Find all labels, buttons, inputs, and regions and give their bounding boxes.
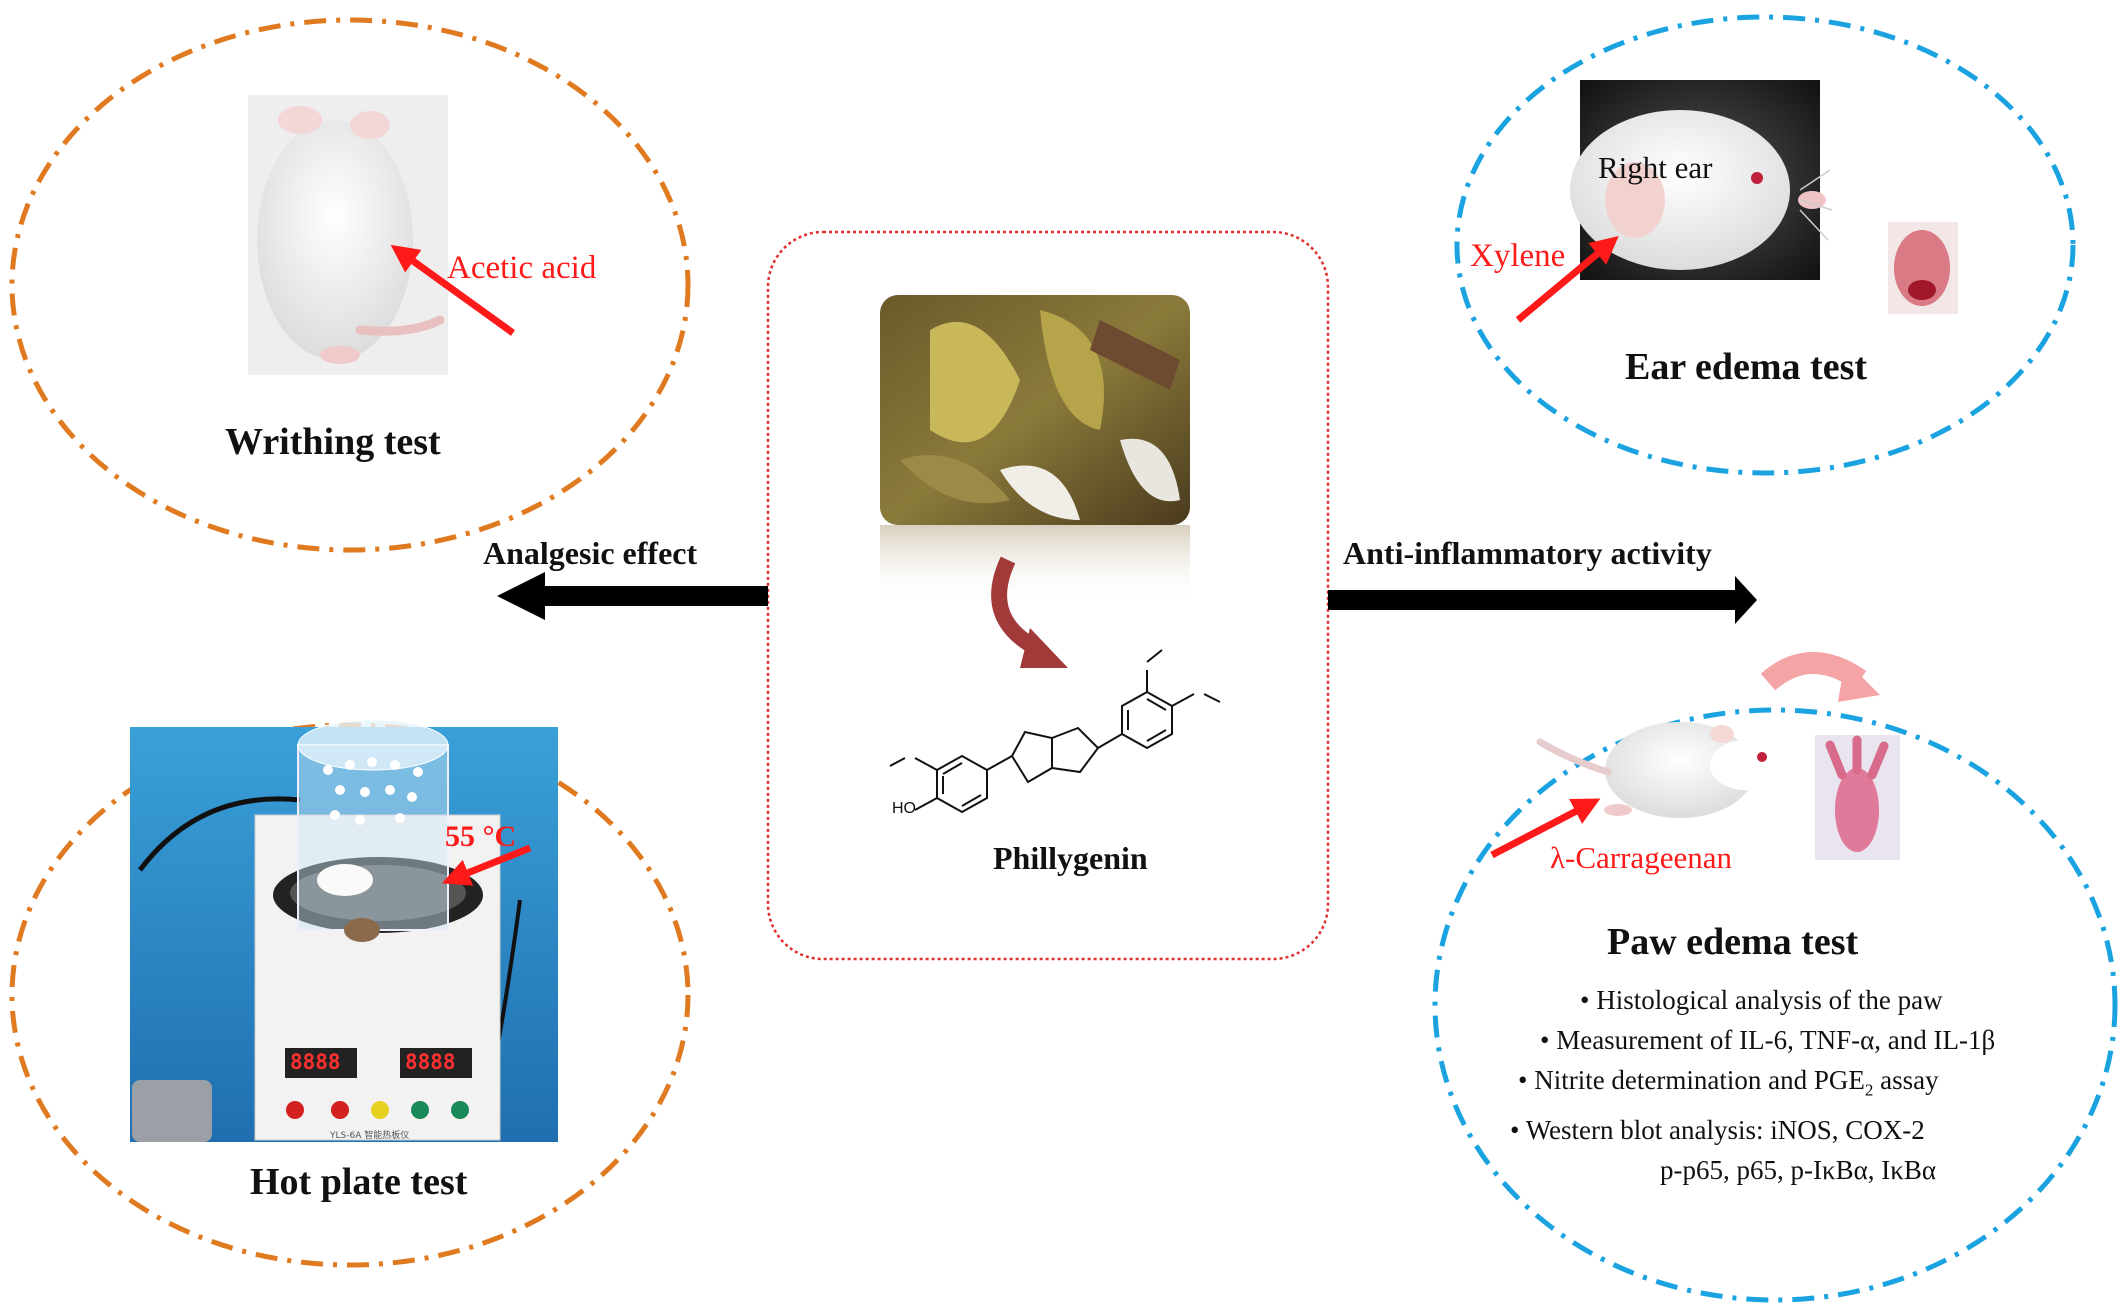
herb-leaves-photo	[880, 295, 1190, 605]
hotplate-display-left: 8888	[290, 1050, 341, 1074]
paw-pink-arrow-head	[1838, 660, 1880, 702]
hotplate-temperature: 55 °C	[445, 820, 517, 853]
hotplate-display-right: 8888	[405, 1050, 456, 1074]
bullet-western-cont: p-p65, p65, p-IκBα, IκBα	[1660, 1155, 1936, 1186]
right-ear-label: Right ear	[1598, 150, 1713, 185]
hotplate-device-model: YLS-6A 智能热板仪	[330, 1131, 410, 1141]
paw-title: Paw edema test	[1607, 921, 1859, 963]
analgesic-arrow	[497, 572, 768, 620]
bullet-western: • Western blot analysis: iNOS, COX-2	[1510, 1115, 1925, 1146]
ear-circle	[1454, 14, 2076, 476]
paw-photo	[1815, 735, 1900, 860]
pge-subscript: 2	[1864, 1080, 1874, 1100]
pge-suffix: assay	[1873, 1065, 1939, 1095]
acetic-acid-arrow	[390, 244, 516, 336]
ear-mouse-photo	[1570, 80, 1833, 280]
bullet-nitrite-text: • Nitrite determination and PGE	[1518, 1065, 1865, 1095]
bullet-histology: • Histological analysis of the paw	[1580, 985, 1943, 1015]
bullet-nitrite: • Nitrite determination and PGE2 assay	[1500, 1060, 2120, 1110]
carrageenan-label: λ-Carrageenan	[1550, 840, 1732, 875]
paw-circle	[1432, 707, 2118, 1303]
hotplate-photo	[130, 719, 558, 1142]
hotplate-title: Hot plate test	[250, 1161, 468, 1203]
writhing-title: Writhing test	[225, 421, 441, 463]
analgesic-label: Analgesic effect	[483, 535, 698, 571]
writhing-circle	[9, 17, 691, 553]
paw-mouse-photo	[1536, 722, 1780, 818]
phillygenin-structure	[889, 649, 1221, 814]
chem-ho-label: HO	[892, 800, 916, 817]
ear-title: Ear edema test	[1625, 346, 1868, 388]
conversion-arrow-head	[1020, 628, 1068, 668]
writhing-mouse-photo	[248, 95, 448, 375]
hotplate-arrow	[442, 844, 532, 886]
bullet-cytokines: • Measurement of IL-6, TNF-α, and IL-1β	[1540, 1025, 1996, 1055]
compound-name: Phillygenin	[993, 840, 1148, 876]
paw-bullet-list: • Histological analysis of the paw • Mea…	[1500, 980, 2120, 1190]
xylene-arrow	[1515, 236, 1619, 323]
carrageenan-arrow	[1490, 798, 1601, 859]
anti-inflammatory-arrow	[1328, 576, 1757, 624]
xylene-label: Xylene	[1470, 238, 1566, 274]
acetic-acid-label: Acetic acid	[447, 250, 597, 286]
ear-sample-photo	[1888, 222, 1958, 314]
anti-inflammatory-label: Anti-inflammatory activity	[1343, 535, 1712, 571]
